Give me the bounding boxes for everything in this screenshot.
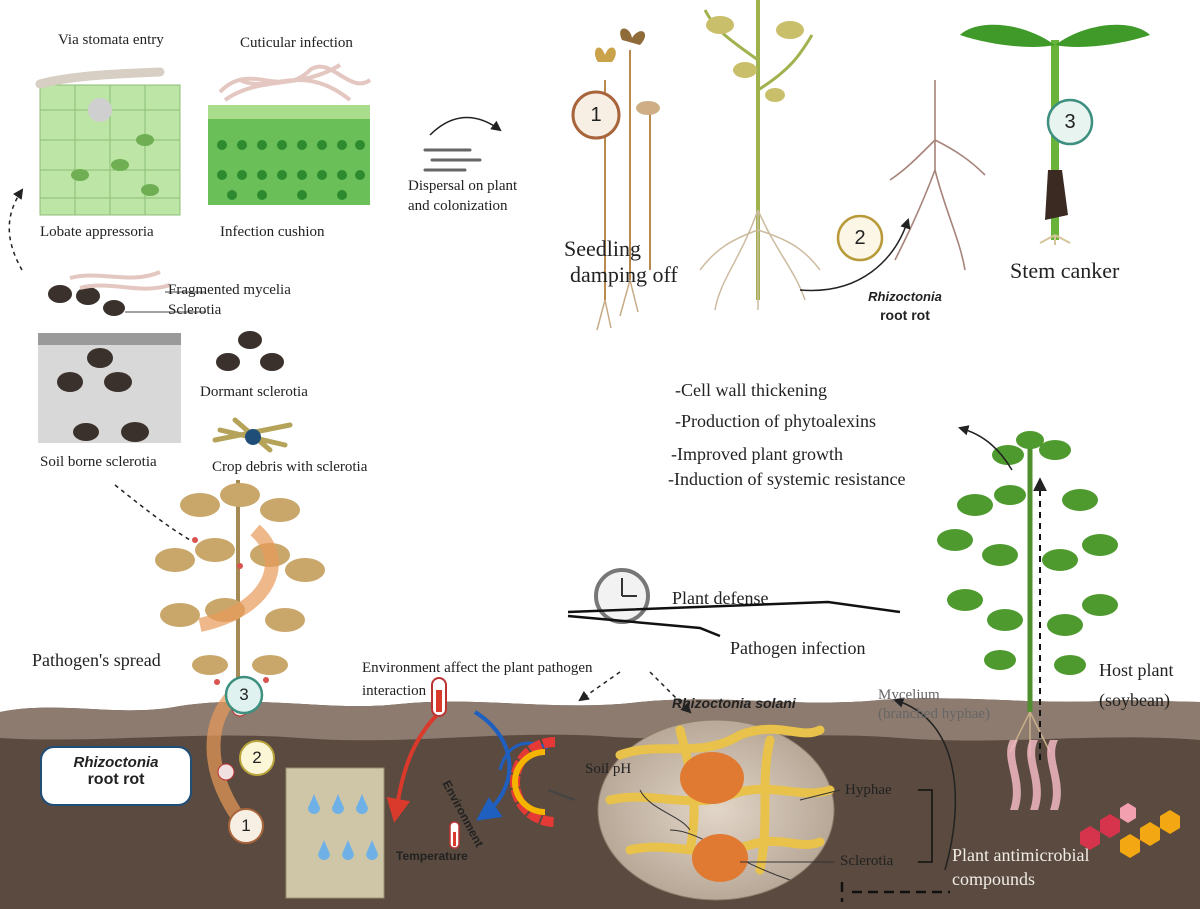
dispersal-label-line2: and colonization xyxy=(408,198,508,214)
root-rot-box: Rhizoctonia root rot xyxy=(40,746,192,806)
badge-3-text: 3 xyxy=(1064,110,1076,133)
plant-defense-label: Plant defense xyxy=(672,588,769,608)
cuticular-infection-label: Cuticular infection xyxy=(240,35,353,51)
root-rot-box-italic: Rhizoctonia xyxy=(73,754,159,771)
spread-badge-1-text: 1 xyxy=(241,816,251,835)
seedling-illustration xyxy=(595,28,660,331)
host-plant-label-line2: (soybean) xyxy=(1099,690,1170,710)
root-rot-plant-illustration xyxy=(699,0,986,311)
root-rot-box-label: root rot xyxy=(87,771,145,788)
stomata-entry-illustration xyxy=(35,67,181,216)
temperature-thermometer-icon xyxy=(449,821,460,849)
defense-inhibition-line xyxy=(840,882,950,902)
mycelium-label-line1: Mycelium xyxy=(878,687,940,703)
via-stomata-label: Via stomata entry xyxy=(58,32,164,48)
rhizoctonia-solani-label: Rhizoctonia solani xyxy=(672,695,796,711)
clock-icon xyxy=(594,568,650,624)
defense-item-2: -Production of phytoalexins xyxy=(675,411,876,431)
infection-balance-line xyxy=(567,614,721,638)
environment-title-line1: Environment affect the plant pathogen xyxy=(362,660,593,676)
defense-list-arrow xyxy=(957,425,1013,471)
infected-plant-illustration xyxy=(155,480,325,825)
hyphae-sclerotia-bracket xyxy=(918,789,933,863)
badge-spread-3 xyxy=(224,675,264,715)
environment-title-line2: interaction xyxy=(362,683,427,699)
hyphae-pointer xyxy=(799,789,841,801)
badge-2-text: 2 xyxy=(854,226,866,249)
badge-spread-2 xyxy=(239,740,275,776)
host-plant-label-line1: Host plant xyxy=(1099,660,1174,680)
pathogen-spread-label: Pathogen's spread xyxy=(32,650,161,670)
spread-badge-2-text: 2 xyxy=(252,748,262,767)
seedling-label-line1: Seedling xyxy=(564,236,641,261)
lobate-appressoria-label: Lobate appressoria xyxy=(40,224,154,240)
badge-root-rot-2 xyxy=(836,214,884,262)
infection-cushion-label: Infection cushion xyxy=(220,224,325,240)
antimicrobial-label-line2: compounds xyxy=(952,869,1035,889)
pathogen-infection-label: Pathogen infection xyxy=(730,638,866,658)
environment-arrow-right xyxy=(649,671,692,714)
crop-debris-illustration xyxy=(212,417,293,453)
rhizoctonia-micrograph xyxy=(597,719,835,901)
defense-balance-line xyxy=(567,600,901,614)
root-rot-label-italic: Rhizoctonia xyxy=(868,289,942,304)
badge-spread-1 xyxy=(228,808,264,844)
badge-seedling-1 xyxy=(571,90,621,140)
badge-1-text: 1 xyxy=(590,103,602,126)
fragmented-mycelia-illustration xyxy=(48,270,206,316)
soil-borne-sclerotia-illustration xyxy=(38,333,181,443)
water-block-illustration xyxy=(285,767,385,899)
thermometer-icon xyxy=(431,677,447,717)
root-rot-label: root rot xyxy=(880,307,930,323)
seedling-label-line2: damping off xyxy=(570,262,678,287)
soybean-host-plant xyxy=(937,431,1118,810)
defense-item-3: -Improved plant growth xyxy=(671,444,843,464)
cuticular-infection-illustration xyxy=(208,63,372,205)
antimicrobial-hexagons-icon xyxy=(1080,803,1180,858)
sclerotia-to-stomata-arrow xyxy=(8,188,24,271)
dormant-sclerotia-illustration xyxy=(216,331,284,371)
hyphae-label: Hyphae xyxy=(845,782,892,798)
wind-icon xyxy=(423,116,502,172)
sclerotia-label: Sclerotia xyxy=(168,302,222,318)
mycelium-arrow xyxy=(892,697,957,871)
badge-stem-canker-3 xyxy=(1046,98,1094,146)
soil-ph-label: Soil pH xyxy=(585,761,632,777)
dispersal-label-line1: Dispersal on plant xyxy=(408,178,518,194)
antimicrobial-label-line1: Plant antimicrobial xyxy=(952,845,1090,865)
environment-arrow-left xyxy=(578,671,621,702)
stem-canker-label: Stem canker xyxy=(1010,258,1120,283)
mycelium-label-line2: (branched hyphae) xyxy=(878,706,991,722)
stem-canker-plant-illustration xyxy=(960,24,1150,245)
debris-to-plant-arrow xyxy=(114,484,191,541)
spread-badge-3-text: 3 xyxy=(239,685,249,704)
defense-item-1: -Cell wall thickening xyxy=(675,380,827,400)
temperature-label: Temperature xyxy=(396,849,468,863)
defense-item-4: -Induction of systemic resistance xyxy=(668,469,906,489)
dormant-sclerotia-label: Dormant sclerotia xyxy=(200,384,308,400)
fragmented-mycelia-label: Fragmented mycelia xyxy=(168,282,291,298)
soil-ph-gauge-icon xyxy=(510,737,576,827)
sclerotia-micro-label: Sclerotia xyxy=(840,853,894,869)
crop-debris-label: Crop debris with sclerotia xyxy=(212,459,368,475)
soil-borne-sclerotia-label: Soil borne sclerotia xyxy=(40,454,157,470)
